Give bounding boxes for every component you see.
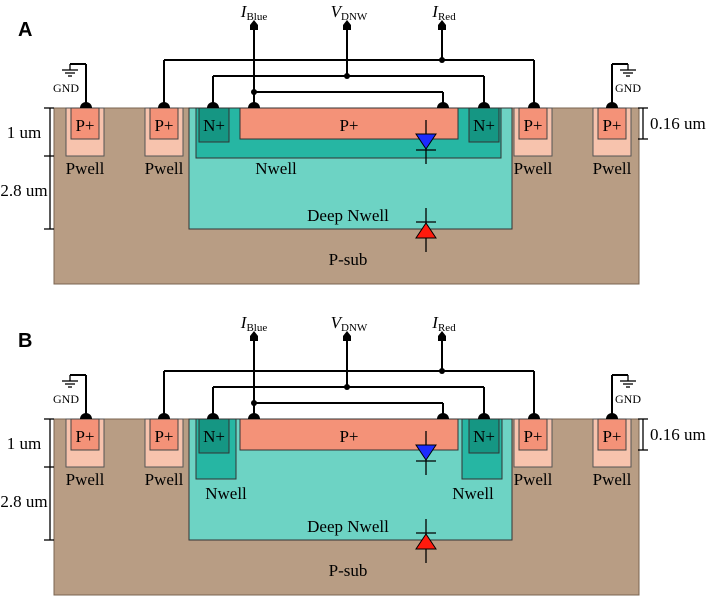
- gnd-left-label: GND: [53, 392, 79, 406]
- pwell-label-outer-left: Pwell: [66, 159, 105, 178]
- i-red-label: IRed: [431, 2, 456, 23]
- v-dnw-pin: [343, 20, 351, 30]
- i-red-junction: [439, 57, 445, 63]
- p-plus-center-label: P+: [339, 427, 358, 446]
- pwell-label-inner-left: Pwell: [145, 159, 184, 178]
- red-diode-triangle: [415, 222, 437, 239]
- i-red-junction: [439, 368, 445, 374]
- gnd-right-label: GND: [615, 81, 641, 95]
- p-plus-label-outer-left: P+: [75, 116, 94, 135]
- n-plus-right: [468, 107, 500, 143]
- gnd-left-label: GND: [53, 81, 79, 95]
- v-dnw-junction: [344, 73, 350, 79]
- dim-016um-label: 0.16 um: [650, 114, 706, 133]
- n-plus-right-label: N+: [473, 427, 495, 446]
- n-plus-left-label: N+: [203, 427, 225, 446]
- i-blue-junction: [251, 89, 257, 95]
- blue-diode-triangle: [415, 444, 437, 461]
- dim-28um-label: 2.8 um: [0, 492, 47, 511]
- blue-diode-triangle: [415, 133, 437, 150]
- pwell-label-outer-right: Pwell: [593, 470, 632, 489]
- panel-label: B: [18, 330, 32, 352]
- p-sub-label: P-sub: [329, 561, 368, 580]
- p-plus-label-outer-right: P+: [602, 427, 621, 446]
- blue-diode: [415, 120, 437, 164]
- deep-nwell-label: Deep Nwell: [307, 517, 389, 536]
- p-plus-outer-left: [70, 107, 100, 140]
- n-plus-right: [468, 418, 500, 454]
- p-plus-inner-right: [518, 107, 548, 140]
- dim-016um-label: 0.16 um: [650, 425, 706, 444]
- v-dnw-pin: [343, 331, 351, 341]
- pwell-label-inner-right: Pwell: [514, 159, 553, 178]
- panel-b: B P+ P+ P+ P+ P+ N+ N+ Pwell Pwell Pwell PwellNwell…: [0, 313, 706, 596]
- p-plus-label-inner-left: P+: [154, 116, 173, 135]
- red-diode-triangle: [415, 533, 437, 550]
- i-blue-label: IBlue: [240, 313, 268, 334]
- gnd-right-label: GND: [615, 392, 641, 406]
- red-diode: [415, 519, 437, 563]
- v-dnw-label: VDNW: [331, 313, 368, 334]
- i-blue-label: IBlue: [240, 2, 268, 23]
- p-plus-label-outer-left: P+: [75, 427, 94, 446]
- pwell-label-outer-left: Pwell: [66, 470, 105, 489]
- p-plus-label-inner-right: P+: [523, 427, 542, 446]
- nwell-label-right: Nwell: [452, 484, 494, 503]
- p-plus-label-inner-right: P+: [523, 116, 542, 135]
- p-plus-inner-left: [149, 107, 179, 140]
- v-dnw-label: VDNW: [331, 2, 368, 23]
- n-plus-left: [198, 418, 230, 454]
- p-plus-inner-left: [149, 418, 179, 451]
- i-red-label: IRed: [431, 313, 456, 334]
- nwell-label: Nwell: [255, 159, 297, 178]
- nwell-label-left: Nwell: [205, 484, 247, 503]
- panel-a: A P+ P+ P+ P+ P+ N+ N+ Pwell Pwell Pwell Pwell Nwell…: [0, 2, 706, 285]
- deep-nwell-label: Deep Nwell: [307, 206, 389, 225]
- pwell-label-inner-right: Pwell: [514, 470, 553, 489]
- i-red-pin: [438, 331, 446, 341]
- n-plus-right-label: N+: [473, 116, 495, 135]
- p-plus-label-inner-left: P+: [154, 427, 173, 446]
- pwell-label-outer-right: Pwell: [593, 159, 632, 178]
- panel-label: A: [18, 19, 32, 41]
- i-red-pin: [438, 20, 446, 30]
- v-dnw-junction: [344, 384, 350, 390]
- p-plus-inner-right: [518, 418, 548, 451]
- i-blue-pin: [250, 20, 258, 30]
- p-plus-label-outer-right: P+: [602, 116, 621, 135]
- blue-diode: [415, 431, 437, 475]
- pwell-label-inner-left: Pwell: [145, 470, 184, 489]
- i-blue-junction: [251, 400, 257, 406]
- i-blue-pin: [250, 331, 258, 341]
- p-plus-outer-right: [597, 418, 627, 451]
- n-plus-left: [198, 107, 230, 143]
- dim-1um-label: 1 um: [7, 434, 41, 453]
- dim-1um-label: 1 um: [7, 123, 41, 142]
- n-plus-left-label: N+: [203, 116, 225, 135]
- red-diode: [415, 208, 437, 252]
- dim-28um-label: 2.8 um: [0, 181, 47, 200]
- p-plus-center-label: P+: [339, 116, 358, 135]
- p-sub-label: P-sub: [329, 250, 368, 269]
